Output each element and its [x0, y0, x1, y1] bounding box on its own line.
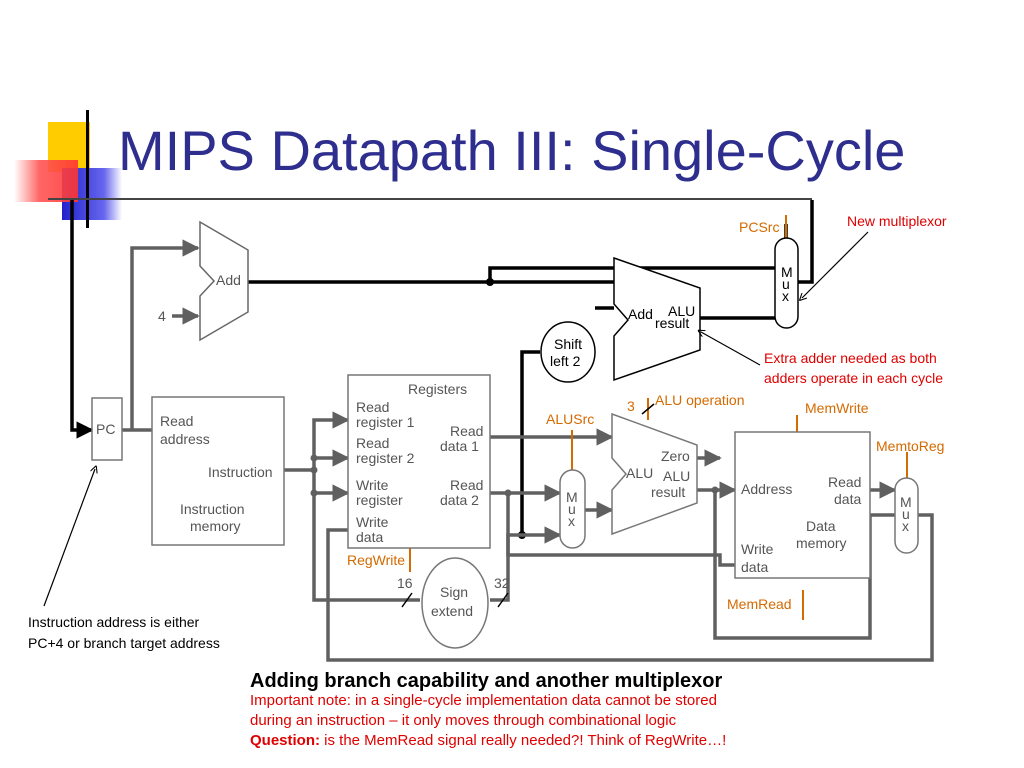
wd-a: Write — [356, 514, 389, 530]
pc-adder — [199, 220, 249, 342]
dmem-write-a: Write — [741, 541, 774, 557]
instruction-memory — [151, 396, 285, 546]
rd2-a: Read — [450, 477, 483, 493]
shift-a: Shift — [554, 336, 582, 352]
control-lines — [409, 215, 908, 620]
wd-b: data — [356, 529, 383, 545]
question-line: Question: is the MemRead signal really n… — [250, 732, 726, 749]
data-memory — [734, 431, 871, 579]
wr-b: register — [356, 492, 403, 508]
alusrc-mux — [559, 469, 586, 549]
shift-left-2 — [540, 321, 596, 383]
slide-caption: Adding branch capability and another mul… — [250, 670, 723, 692]
note-line-1: Important note: in a single-cycle implem… — [250, 692, 717, 709]
pcsrc-mux-x: x — [782, 288, 789, 304]
signal-memtoreg: MemtoReg — [876, 438, 944, 454]
dmem-write-b: data — [741, 559, 768, 575]
rd1-a: Read — [450, 423, 483, 439]
memtoreg-mux-m: M — [900, 494, 912, 510]
alu-op-bits: 3 — [627, 398, 635, 414]
note-line-2: during an instruction – it only moves th… — [250, 712, 677, 729]
alu-label: ALU — [626, 465, 653, 481]
register-file — [347, 374, 491, 549]
dmem-name-b: memory — [796, 535, 847, 551]
imem-instruction-label: Instruction — [208, 464, 273, 480]
decor-vertical-line — [86, 110, 89, 228]
pc-adder-label: Add — [216, 272, 241, 288]
datapath-wires — [122, 239, 934, 662]
annotation-instr-addr-1: Instruction address is either — [28, 614, 200, 630]
rr2-a: Read — [356, 435, 389, 451]
sign-a: Sign — [440, 584, 468, 600]
alu-result-a: ALU — [663, 468, 690, 484]
question-text: is the MemRead signal really needed?! Th… — [320, 732, 727, 749]
alusrc-mux-u: u — [568, 501, 576, 517]
dmem-read-a: Read — [828, 474, 861, 490]
rr2-b: register 2 — [356, 450, 415, 466]
imem-address-label: address — [160, 431, 210, 447]
decor-red-square — [14, 160, 78, 202]
dmem-name-a: Data — [806, 518, 836, 534]
decor-horizontal-line — [48, 198, 812, 200]
signal-alusrc: ALUSrc — [546, 411, 594, 427]
imem-name-1: Instruction — [180, 501, 245, 517]
main-alu — [611, 412, 698, 536]
rd2-b: data 2 — [440, 492, 479, 508]
rr1-a: Read — [356, 399, 389, 415]
sign-extend — [421, 557, 489, 649]
annotation-extra-adder-2: adders operate in each cycle — [764, 370, 943, 386]
alu-zero: Zero — [661, 448, 690, 464]
registers-label: Registers — [408, 381, 467, 397]
pcsrc-mux — [774, 237, 799, 329]
bits-32: 32 — [494, 575, 510, 591]
alusrc-mux-x: x — [568, 513, 575, 529]
memtoreg-mux-u: u — [902, 506, 910, 522]
annotation-extra-adder-1: Extra adder needed as both — [764, 350, 937, 366]
memtoreg-mux-x: x — [902, 518, 909, 534]
branch-adder — [613, 256, 701, 382]
pcsrc-mux-u: u — [782, 276, 790, 292]
memtoreg-mux — [894, 477, 919, 554]
branch-wires — [70, 200, 814, 539]
shift-b: left 2 — [550, 353, 581, 369]
branch-adder-alu: ALU — [668, 303, 695, 319]
signal-memwrite: MemWrite — [805, 400, 869, 416]
dmem-read-b: data — [834, 491, 861, 507]
dmem-address: Address — [741, 481, 792, 497]
signal-regwrite: RegWrite — [347, 552, 405, 568]
annotation-instr-addr-2: PC+4 or branch target address — [28, 635, 220, 651]
signal-memread: MemRead — [727, 596, 792, 612]
imem-name-2: memory — [190, 518, 241, 534]
signal-alu-operation: ALU operation — [655, 392, 745, 408]
pcsrc-mux-m: M — [781, 264, 793, 280]
bits-16: 16 — [397, 575, 413, 591]
pc-register — [91, 397, 123, 461]
wr-a: Write — [356, 477, 389, 493]
annotation-new-mux: New multiplexor — [847, 213, 947, 229]
signal-pcsrc: PCSrc — [739, 219, 779, 235]
sign-b: extend — [431, 603, 473, 619]
rd1-b: data 1 — [440, 438, 479, 454]
constant-four: 4 — [158, 308, 166, 324]
alu-result-b: result — [651, 484, 685, 500]
pc-label: PC — [96, 421, 115, 437]
slide-title: MIPS Datapath III: Single-Cycle — [118, 119, 906, 182]
alusrc-mux-m: M — [566, 489, 578, 505]
rr1-b: register 1 — [356, 414, 415, 430]
branch-adder-add: Add — [628, 306, 653, 322]
imem-read-label: Read — [160, 413, 193, 429]
branch-adder-result: result — [655, 315, 689, 331]
question-label: Question: — [250, 732, 320, 749]
